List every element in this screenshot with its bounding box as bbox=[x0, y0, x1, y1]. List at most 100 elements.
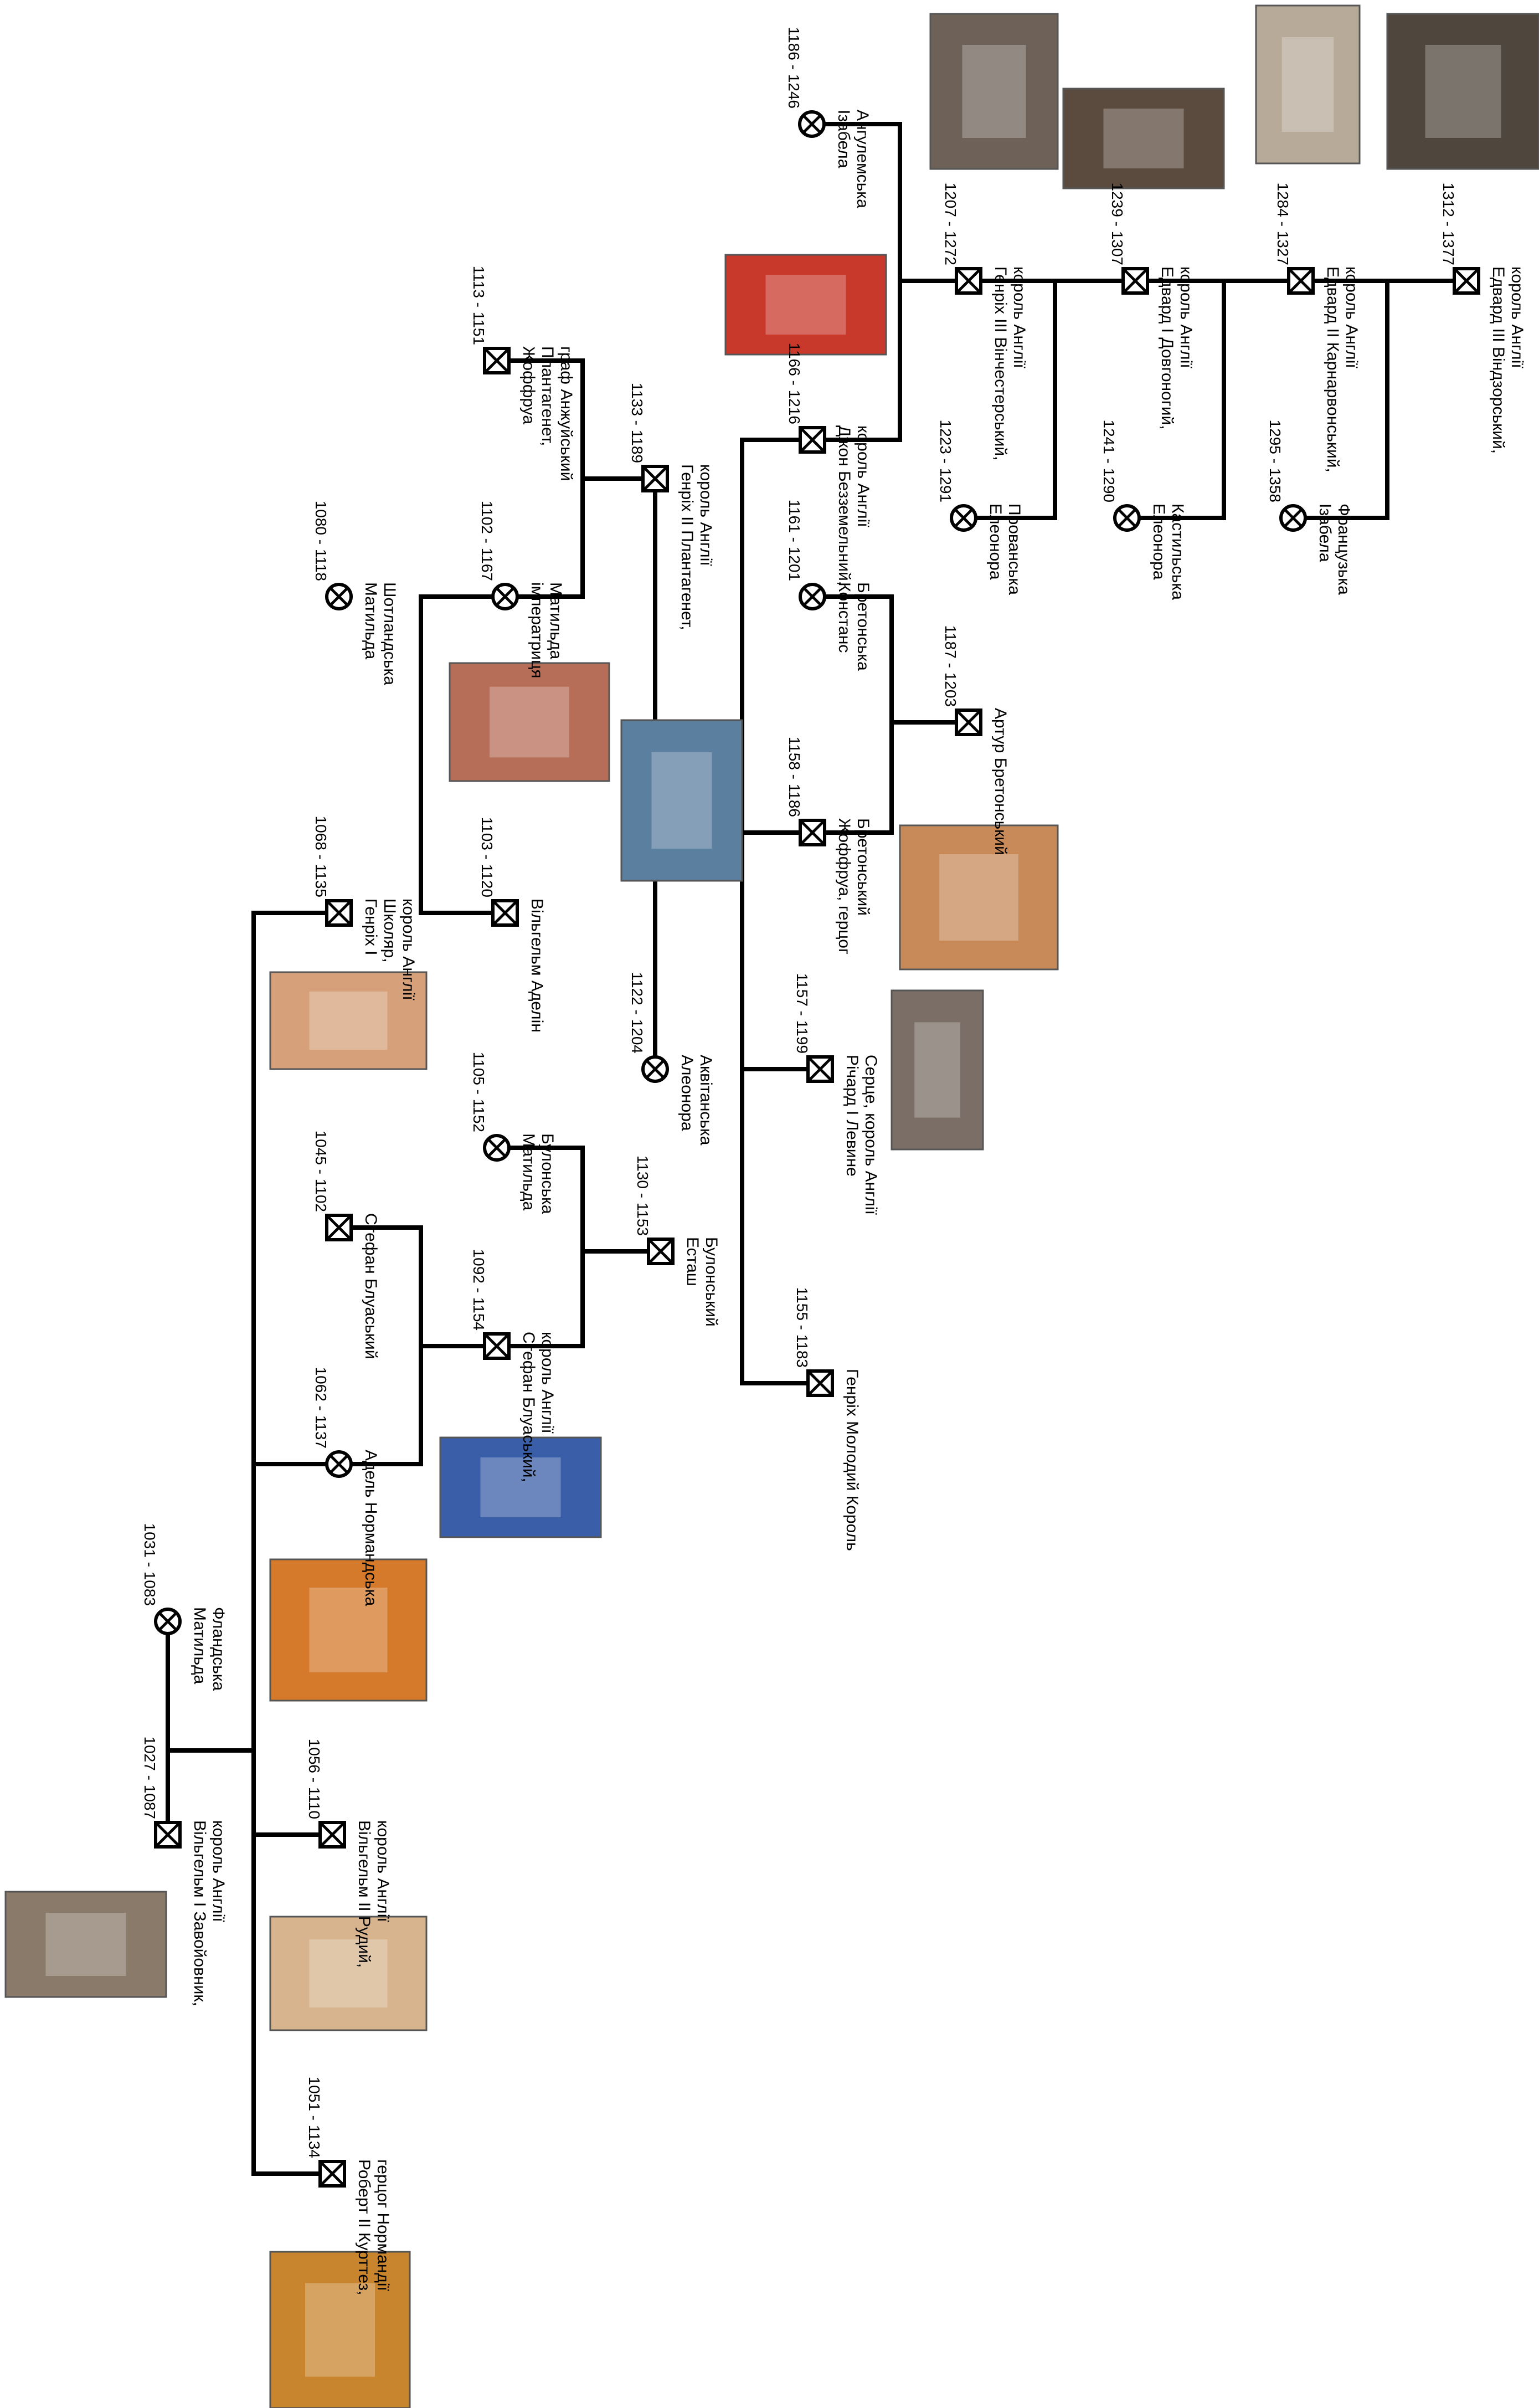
edward3-portrait-figure bbox=[1425, 45, 1501, 138]
name-label: Алеонора bbox=[678, 1055, 696, 1131]
name-label: король Англії bbox=[209, 1820, 228, 1922]
richard1-portrait-figure bbox=[914, 1022, 960, 1117]
years-label: 1031 - 1083 bbox=[141, 1523, 158, 1606]
name-label: Річард I Левине bbox=[843, 1055, 861, 1177]
name-label: король Англії bbox=[1508, 266, 1526, 368]
edward1-portrait-figure bbox=[1104, 109, 1184, 168]
years-label: 1223 - 1291 bbox=[937, 420, 954, 502]
person-eleanor-pr: 1223 - 1291ЕлеонораПрованська bbox=[937, 420, 1023, 595]
person-eleanor-aq: 1122 - 1204АлеонораАквітанська bbox=[629, 972, 715, 1146]
years-label: 1122 - 1204 bbox=[629, 972, 646, 1054]
person-eleanor-ca: 1241 - 1290ЕлеонораКастильська bbox=[1100, 420, 1187, 600]
person-edward3: 1312 - 1377Едвард III Віндзорський,корол… bbox=[1440, 183, 1526, 454]
name-label: Французька bbox=[1335, 504, 1353, 595]
name-label: король Англії bbox=[374, 1820, 392, 1922]
geoffrey2-portrait-figure bbox=[939, 854, 1018, 941]
john-portrait-figure bbox=[766, 275, 846, 335]
years-label: 1056 - 1110 bbox=[306, 1739, 323, 1819]
name-label: Булонська bbox=[538, 1133, 557, 1214]
name-label: Фландська bbox=[209, 1607, 228, 1691]
robert2-portrait-figure bbox=[305, 2283, 375, 2376]
person-geoffrey: 1113 - 1151ЖоффруаПлантагенет,граф Анжуй… bbox=[470, 266, 575, 481]
name-label: король Англії bbox=[697, 464, 715, 566]
name-label: Елеонора bbox=[986, 504, 1005, 580]
name-label: Матильда bbox=[191, 1607, 209, 1684]
years-label: 1102 - 1167 bbox=[478, 501, 496, 581]
name-label: Ізабела bbox=[1316, 504, 1334, 562]
henry1-portrait-figure bbox=[310, 992, 388, 1050]
years-label: 1284 - 1327 bbox=[1274, 183, 1291, 265]
henry2-eleanor-tomb-figure bbox=[652, 752, 712, 849]
name-label: Матильда bbox=[547, 582, 565, 659]
name-label: Артур Бретонський bbox=[991, 708, 1010, 855]
years-label: 1166 - 1216 bbox=[786, 343, 803, 424]
name-label: король Англії bbox=[854, 425, 872, 527]
years-label: 1295 - 1358 bbox=[1267, 420, 1284, 502]
name-label: Роберт II Курттез, bbox=[355, 2159, 373, 2295]
name-label: Булонський bbox=[702, 1237, 720, 1327]
person-edward1: 1239 - 1307Едвард I Довгоногий,король Ан… bbox=[1109, 183, 1195, 430]
name-label: Ангулемська bbox=[853, 110, 872, 208]
years-label: 1187 - 1203 bbox=[942, 625, 959, 707]
name-label: Генріх I bbox=[362, 898, 380, 956]
name-label: король Англії bbox=[1342, 266, 1361, 368]
name-label: Вільгельм II Рудий, bbox=[355, 1820, 373, 1968]
person-isabella-ang: 1186 - 1246ІзабелаАнгулемська bbox=[785, 27, 872, 208]
william1-portrait-figure bbox=[46, 1913, 126, 1976]
name-label: Едвард II Карнарвонський, bbox=[1324, 266, 1342, 473]
years-label: 1241 - 1290 bbox=[1100, 420, 1118, 502]
name-label: Адель Нормандська bbox=[362, 1450, 380, 1606]
years-label: 1157 - 1199 bbox=[794, 973, 811, 1054]
name-label: Матильда bbox=[519, 1133, 538, 1210]
name-label: граф Анжуйський bbox=[557, 346, 575, 481]
name-label: Джон Безземельний, bbox=[835, 425, 853, 586]
years-label: 1158 - 1186 bbox=[786, 737, 803, 817]
person-henry2: 1133 - 1189Генріх II Плантагенет,король … bbox=[629, 383, 715, 630]
name-label: Генріх III Вінчестерський, bbox=[991, 266, 1010, 460]
name-label: Жоффруа, герцог bbox=[835, 818, 853, 954]
name-label: Жоффруа bbox=[519, 346, 538, 424]
name-label: Плантагенет, bbox=[538, 346, 557, 446]
years-label: 1155 - 1183 bbox=[794, 1287, 811, 1368]
name-label: Вільгельм Аделін bbox=[528, 898, 546, 1033]
name-label: Едвард III Віндзорський, bbox=[1489, 266, 1507, 454]
name-label: Вільгельм I Завойовник, bbox=[191, 1820, 209, 2006]
name-label: Матильда bbox=[362, 582, 380, 659]
years-label: 1092 - 1154 bbox=[470, 1249, 487, 1331]
years-label: 1027 - 1087 bbox=[141, 1737, 158, 1819]
years-label: 1068 - 1135 bbox=[312, 816, 330, 897]
years-label: 1133 - 1189 bbox=[629, 383, 646, 463]
years-label: 1239 - 1307 bbox=[1109, 183, 1126, 265]
name-label: Едвард I Довгоногий, bbox=[1158, 266, 1176, 430]
name-label: Кастильська bbox=[1169, 504, 1187, 600]
name-label: Есташ bbox=[683, 1237, 702, 1286]
portrait-images bbox=[6, 6, 1539, 2408]
years-label: 1312 - 1377 bbox=[1440, 183, 1457, 265]
years-label: 1103 - 1120 bbox=[478, 817, 496, 897]
empress-portrait-figure bbox=[490, 687, 569, 758]
years-label: 1080 - 1118 bbox=[312, 501, 330, 581]
name-label: Бретонський bbox=[854, 818, 872, 916]
name-label: король Англії bbox=[1177, 266, 1195, 368]
person-arthur: 1187 - 1203Артур Бретонський bbox=[942, 625, 1010, 855]
name-label: Серце, король Англії bbox=[862, 1055, 880, 1215]
person-richard1: 1157 - 1199Річард I ЛевинеСерце, король … bbox=[794, 973, 880, 1215]
name-label: Стефан Блуаський bbox=[362, 1213, 380, 1359]
name-label: герцог Нормандії bbox=[374, 2159, 392, 2292]
henry3-portrait-figure bbox=[962, 45, 1026, 138]
years-label: 1105 - 1152 bbox=[470, 1052, 487, 1132]
name-label: король Англії bbox=[538, 1332, 557, 1434]
years-label: 1186 - 1246 bbox=[785, 27, 802, 109]
name-label: Аквітанська bbox=[697, 1055, 715, 1146]
years-label: 1161 - 1201 bbox=[786, 500, 803, 581]
name-label: король Англії bbox=[1010, 266, 1028, 368]
